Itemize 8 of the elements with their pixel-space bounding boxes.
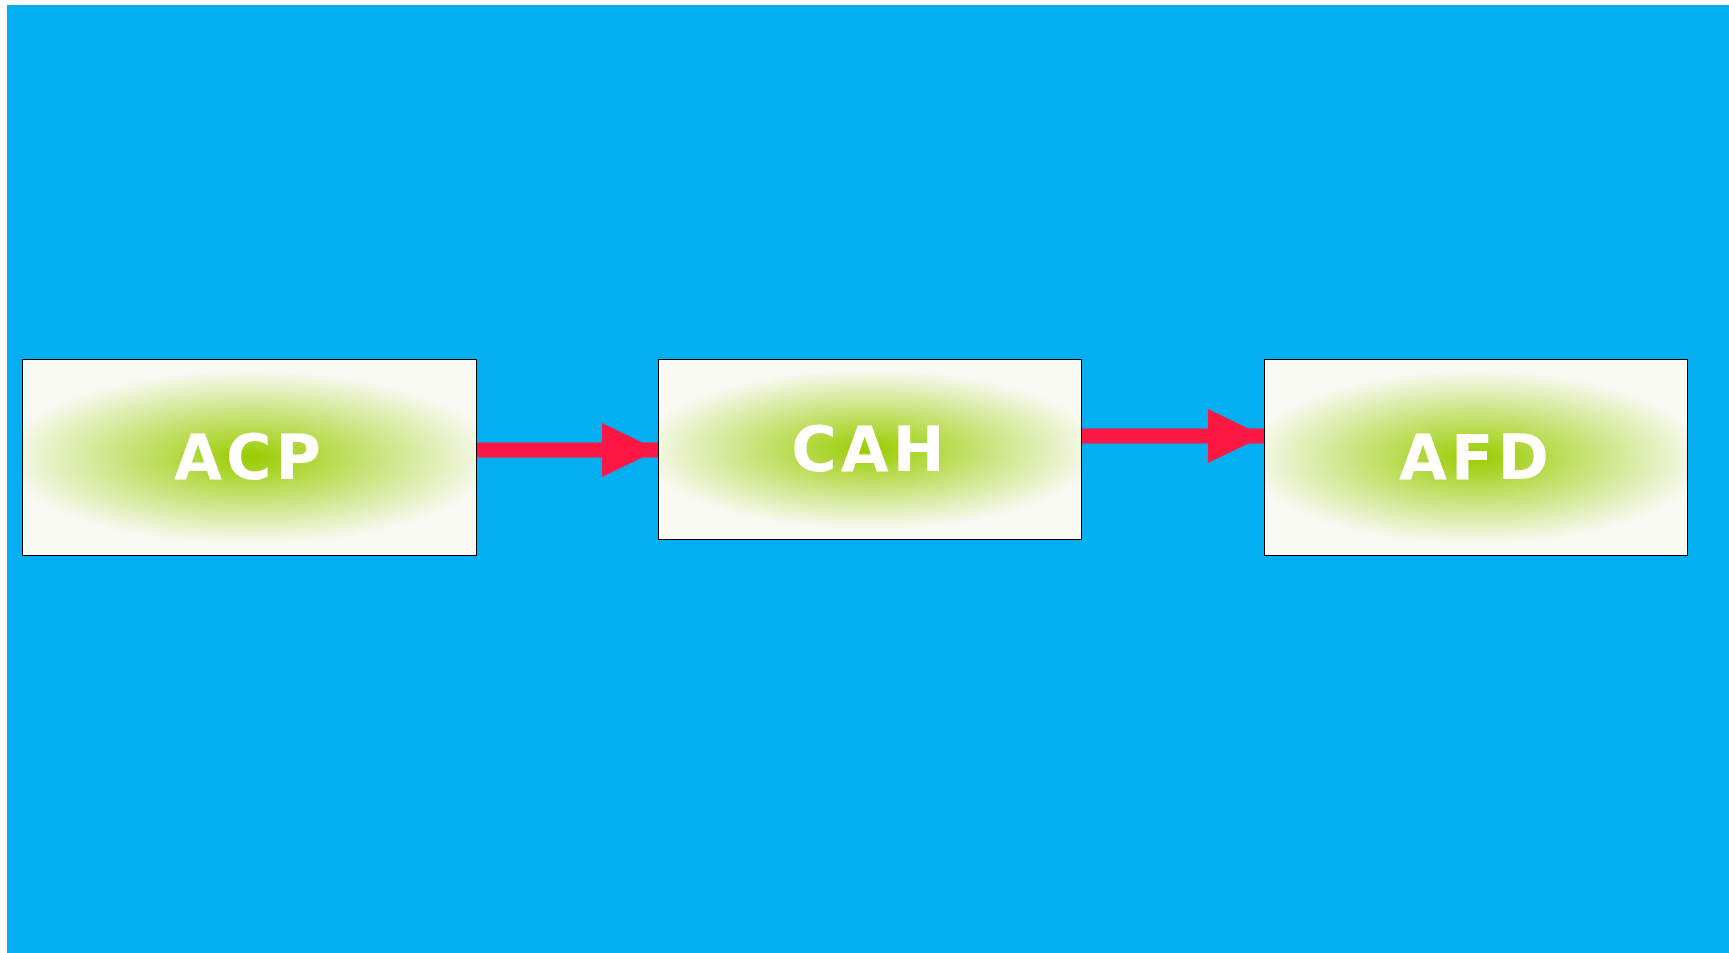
process-box [1264, 359, 1688, 556]
box-label: AFD [1399, 421, 1553, 494]
arrow [477, 423, 658, 477]
box-label: CAH [791, 413, 949, 486]
arrow [1082, 409, 1264, 463]
process-box [658, 359, 1082, 540]
box-label: ACP [174, 421, 325, 494]
process-box [22, 359, 477, 556]
